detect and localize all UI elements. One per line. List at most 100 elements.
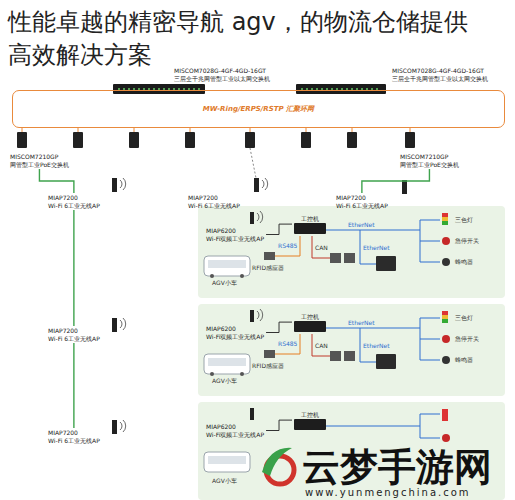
wifi-signal [120, 318, 126, 330]
wifi-signal [120, 178, 126, 190]
ap-device [112, 420, 117, 434]
wifi-signal [120, 420, 126, 432]
device-label: MIAP6200Wi-Fi双频工业无线AP [204, 324, 266, 341]
zone-3 [198, 402, 505, 500]
zone-1 [198, 206, 505, 298]
zone-3 [326, 414, 440, 438]
ap-device [254, 178, 259, 192]
zone-3 [198, 402, 505, 500]
device-desc: Wi-Fi双频工业无线AP [206, 333, 264, 341]
device-name: MIAP7200 [48, 194, 100, 202]
device-name: MW-Ring/ERPS/RSTP 汇聚环网 [203, 104, 314, 114]
part-label: AGV小车 [212, 477, 237, 484]
device-label: MIAP7200Wi-Fi 6工业无线AP [186, 193, 242, 210]
device-name: MIAP7200 [48, 429, 100, 437]
device-desc: Wi-Fi 6工业无线AP [188, 202, 240, 210]
device-name: MIAP7200 [188, 194, 240, 202]
ap-device [112, 318, 117, 332]
access-switch [73, 132, 83, 148]
access-switch [347, 132, 357, 148]
part-label: 三色灯 [455, 314, 473, 321]
part-label: EtherNet [348, 319, 375, 326]
ap-device [112, 178, 117, 192]
device-name: MISCOM7028G-4GF-4GD-16GT [174, 67, 270, 75]
device-name: MIAP6200 [206, 423, 264, 431]
industrial-pc: 工控机 [292, 214, 328, 234]
wifi-signal [262, 178, 268, 190]
part-label: 蜂鸣器 [455, 356, 473, 363]
zone-3 [250, 408, 254, 420]
device-label: MISCOM7210GP网管型工业PoE交换机 [8, 152, 71, 169]
part-label: 急停开关 [455, 237, 479, 244]
network-link [73, 210, 74, 326]
device-name: MIAP7200 [48, 327, 100, 335]
network-link [266, 420, 292, 430]
device-label: MIAP7200Wi-Fi 6工业无线AP [46, 326, 102, 343]
access-switch [17, 128, 415, 148]
ipc-box [294, 321, 326, 332]
part-label: 三色灯 [455, 216, 473, 223]
title-text: 性能卓越的精密导航 agv，的物流仓储提供 高效解决方案 [8, 6, 478, 72]
network-link [362, 169, 430, 193]
access-switch [22, 128, 410, 132]
device-desc: 三层全千兆网管型工业以太网交换机 [392, 75, 488, 83]
device-label: MIAP7200Wi-Fi 6工业无线AP [46, 193, 102, 210]
part-label: EtherNet [363, 342, 390, 349]
part-label: AGV小车 [212, 279, 237, 286]
access-switch [405, 132, 415, 148]
part-label: EtherNet [363, 244, 390, 251]
zone-2 [198, 304, 505, 396]
ap-device [112, 178, 407, 434]
device-name: 工控机 [292, 313, 328, 320]
device-name: 工控机 [292, 411, 328, 418]
device-desc: 网管型工业PoE交换机 [10, 161, 69, 169]
watermark: 云梦手游网 [302, 448, 492, 486]
zone-3 [442, 409, 448, 421]
watermark-logo [262, 448, 292, 476]
part-label: AGV小车 [212, 377, 237, 384]
dashed-link [250, 148, 256, 178]
part-label: RFID感应器 [252, 264, 284, 271]
device-desc: 网管型工业PoE交换机 [400, 161, 459, 169]
zone-3 [208, 456, 246, 464]
part-label: CAN [315, 342, 328, 349]
industrial-pc: 工控机 [292, 410, 328, 430]
watermark: www.yunmengchina.com [305, 487, 471, 499]
device-name: MISCOM7210GP [10, 153, 69, 161]
industrial-pc: 工控机 [292, 312, 328, 332]
ipc-box [294, 223, 326, 234]
access-switch [17, 132, 27, 148]
network-link [39, 169, 73, 193]
device-label: MISCOM7210GP网管型工业PoE交换机 [398, 152, 461, 169]
device-desc: Wi-Fi 6工业无线AP [48, 437, 100, 445]
part-label: RS485 [278, 242, 297, 249]
device-label: MIAP7200Wi-Fi 6工业无线AP [46, 428, 102, 445]
access-switch [185, 132, 195, 148]
part-label: RFID感应器 [252, 362, 284, 369]
zone-3 [442, 434, 450, 442]
network-link [73, 343, 74, 428]
watermark-logo [262, 448, 294, 484]
ring-network-band: MW-Ring/ERPS/RSTP 汇聚环网 [12, 90, 505, 128]
device-name: MISCOM7210GP [400, 153, 459, 161]
access-switch [245, 132, 255, 148]
device-label: MIAP6200Wi-Fi双频工业无线AP [204, 422, 266, 439]
device-desc: 三层全千兆网管型工业以太网交换机 [174, 75, 270, 83]
ap-device [402, 180, 407, 194]
device-name: MIAP6200 [206, 325, 264, 333]
network-link [266, 322, 292, 332]
wifi-signal [120, 178, 268, 432]
device-label: MIAP7200Wi-Fi 6工业无线AP [334, 193, 390, 210]
device-desc: Wi-Fi 6工业无线AP [48, 202, 100, 210]
part-label: 蜂鸣器 [455, 258, 473, 265]
device-desc: Wi-Fi双频工业无线AP [206, 431, 264, 439]
device-name: 工控机 [292, 215, 328, 222]
device-label: MISCOM7028G-4GF-4GD-16GT三层全千兆网管型工业以太网交换机 [172, 66, 272, 83]
device-desc: Wi-Fi 6工业无线AP [48, 335, 100, 343]
part-label: 急停开关 [455, 335, 479, 342]
access-switch [129, 132, 139, 148]
device-label: MISCOM7028G-4GF-4GD-16GT三层全千兆网管型工业以太网交换机 [390, 66, 490, 83]
core-switch [113, 84, 386, 94]
ipc-box [294, 419, 326, 430]
